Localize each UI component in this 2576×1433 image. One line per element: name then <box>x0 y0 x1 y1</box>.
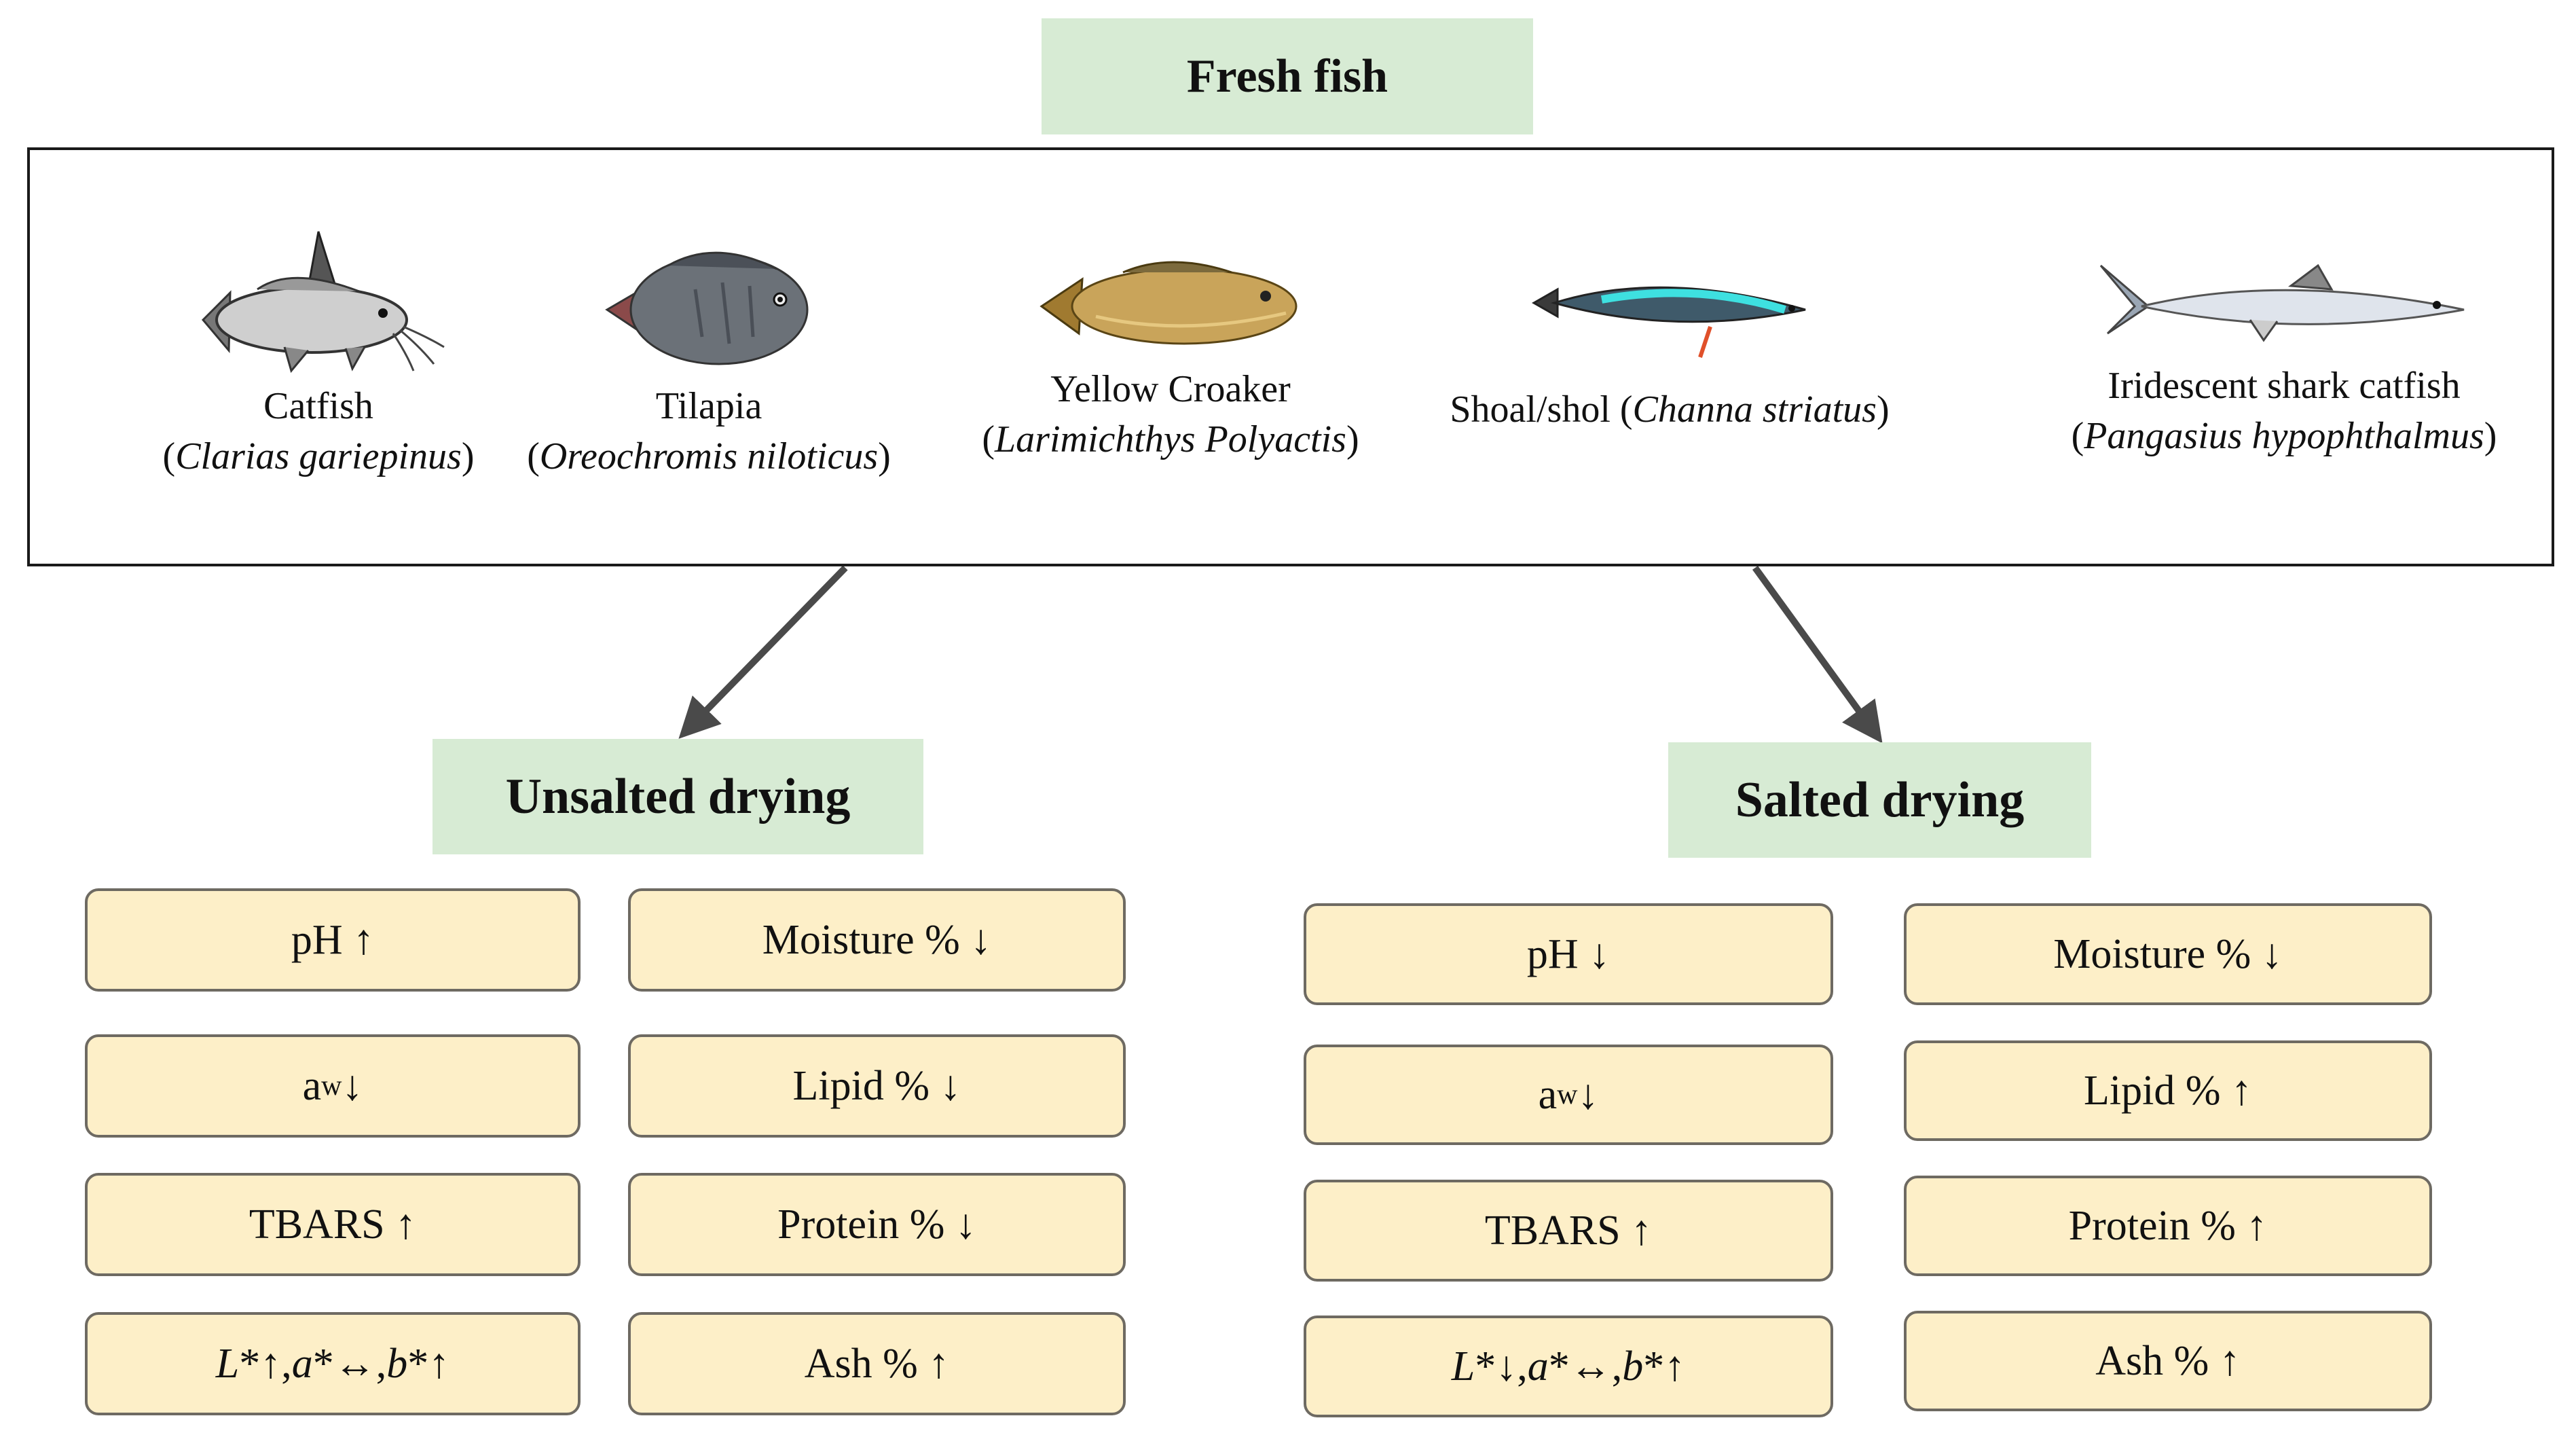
snakehead-icon <box>1531 286 1806 358</box>
shark-catfish-icon <box>2099 264 2465 342</box>
arrow-to-unsalted <box>678 565 848 739</box>
catfish-icon <box>201 231 445 374</box>
tilapia-common-name: Tilapia <box>655 385 762 427</box>
catfish-common-name: Catfish <box>263 385 373 427</box>
fresh-fish-title: Fresh fish <box>1042 18 1533 134</box>
yellow-croaker-scientific-name: (Larimichthys Polyactis) <box>982 418 1359 460</box>
tilapia-icon <box>605 251 809 365</box>
tilapia-scientific-name: (Oreochromis niloticus) <box>527 435 891 477</box>
shark-catfish-common-name: Iridescent shark catfish <box>2108 365 2461 407</box>
unsalted-tbars: TBARS ↑ <box>85 1173 581 1276</box>
fish-iridescent-shark-catfish: Iridescent shark catfish (Pangasius hypo… <box>2016 245 2552 461</box>
unsalted-protein: Protein % ↓ <box>628 1173 1126 1276</box>
unsalted-moisture: Moisture % ↓ <box>628 888 1126 992</box>
unsalted-drying-title: Unsalted drying <box>433 739 923 854</box>
salted-drying-title: Salted drying <box>1668 742 2091 858</box>
unsalted-color: L*↑, a*↔, b*↑ <box>85 1312 581 1415</box>
unsalted-ph: pH ↑ <box>85 888 581 992</box>
arrow-to-salted <box>1752 566 1883 744</box>
shark-catfish-scientific-name: (Pangasius hypophthalmus) <box>2071 415 2497 457</box>
unsalted-lipid: Lipid % ↓ <box>628 1034 1126 1138</box>
snakehead-name: Shoal/shol (Channa striatus) <box>1450 388 1890 431</box>
salted-protein: Protein % ↑ <box>1904 1176 2432 1276</box>
yellow-croaker-icon <box>1039 261 1298 345</box>
salted-ash: Ash % ↑ <box>1904 1311 2432 1411</box>
fish-snakehead: Shoal/shol (Channa striatus) <box>1425 262 1914 435</box>
salted-tbars: TBARS ↑ <box>1304 1180 1833 1282</box>
yellow-croaker-common-name: Yellow Croaker <box>1050 368 1291 410</box>
salted-ph: pH ↓ <box>1304 903 1833 1005</box>
fish-catfish: Catfish (Clarias gariepinus) <box>115 218 522 482</box>
fish-yellow-croaker: Yellow Croaker (Larimichthys Polyactis) <box>960 242 1381 465</box>
salted-moisture: Moisture % ↓ <box>1904 903 2432 1005</box>
salted-color: L*↓, a*↔, b*↑ <box>1304 1316 1833 1417</box>
fish-species-panel: Catfish (Clarias gariepinus) Tilapia (Or… <box>27 147 2554 566</box>
fish-tilapia: Tilapia (Oreochromis niloticus) <box>498 235 919 482</box>
salted-lipid: Lipid % ↑ <box>1904 1040 2432 1141</box>
unsalted-ash: Ash % ↑ <box>628 1312 1126 1415</box>
catfish-scientific-name: (Clarias gariepinus) <box>162 435 475 477</box>
